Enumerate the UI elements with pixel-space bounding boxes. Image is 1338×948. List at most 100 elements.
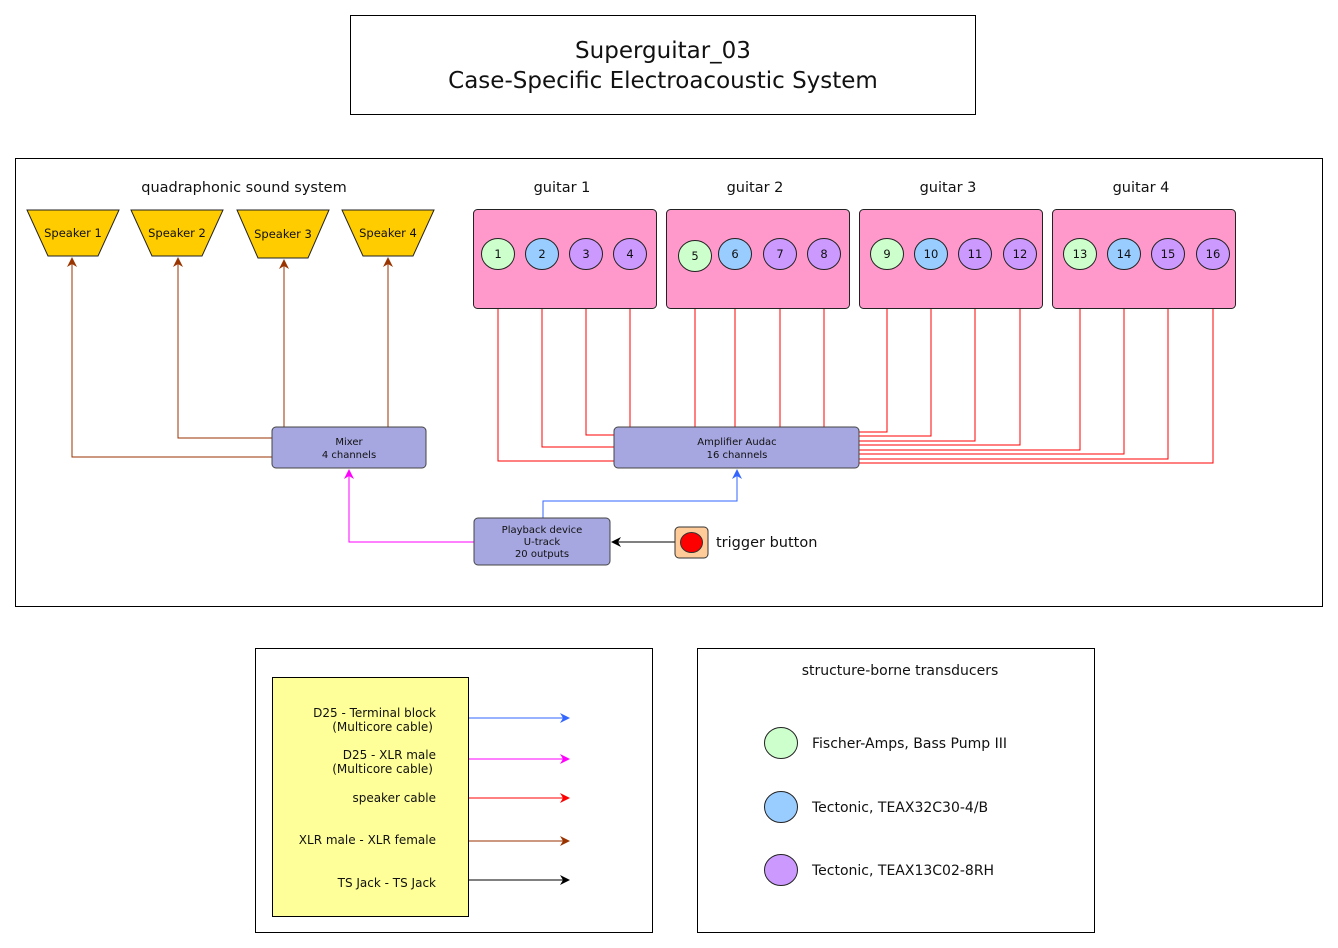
transducer-13[interactable]: 13 [1063, 238, 1097, 270]
speaker-icon[interactable] [130, 209, 224, 257]
speaker-label: Speaker 2 [148, 226, 206, 240]
transducer-number: 16 [1206, 247, 1221, 261]
transducer-4[interactable]: 4 [613, 238, 647, 270]
transducer-circle-icon[interactable] [613, 238, 647, 270]
trigger-label: trigger button [716, 535, 817, 551]
mixer-device[interactable]: Mixer 4 channels [271, 426, 427, 469]
guitar-label: guitar 1 [534, 180, 591, 196]
amplifier-device[interactable]: Amplifier Audac 16 channels [613, 426, 860, 469]
transducer-circle-icon[interactable] [870, 238, 904, 270]
transducer-circle-icon[interactable] [678, 240, 712, 272]
transducer-5[interactable]: 5 [678, 240, 712, 272]
transducer-11[interactable]: 11 [958, 238, 992, 270]
transducer-10[interactable]: 10 [914, 238, 948, 270]
speaker-icon[interactable] [341, 209, 435, 257]
transducer-6[interactable]: 6 [718, 238, 752, 270]
guitar-body [666, 209, 850, 309]
transducer-number: 7 [776, 247, 783, 261]
transducer-number: 14 [1117, 247, 1132, 261]
title-block: Superguitar_03 Case-Specific Electroacou… [350, 15, 976, 115]
playback-box[interactable] [473, 517, 611, 566]
transducer-12[interactable]: 12 [1003, 238, 1037, 270]
transducer-number: 5 [691, 249, 698, 263]
speaker-1[interactable]: Speaker 1 [26, 209, 120, 257]
transducer-circle-icon[interactable] [958, 238, 992, 270]
transducer-legend-label: Tectonic, TEAX13C02-8RH [811, 863, 994, 879]
transducer-circle-icon[interactable] [763, 238, 797, 270]
speaker-cable-t1 [493, 270, 614, 462]
transducer-15[interactable]: 15 [1151, 238, 1185, 270]
guitar-label: guitar 4 [1113, 180, 1170, 196]
speaker-cable-t12 [859, 270, 1025, 446]
transducer-swatch-icon [764, 727, 798, 759]
amplifier-box[interactable] [613, 426, 860, 469]
cable-legend-item: XLR male - XLR female [299, 833, 570, 847]
playback-model: U-track [524, 537, 561, 548]
speaker-cable-t11 [859, 270, 980, 442]
transducer-number: 9 [883, 247, 890, 261]
transducer-16[interactable]: 16 [1196, 238, 1230, 270]
xlr-cable-speaker-2 [173, 257, 272, 439]
transducer-9[interactable]: 9 [870, 238, 904, 270]
transducer-legend-label: Tectonic, TEAX32C30-4/B [811, 800, 988, 816]
transducer-circle-icon[interactable] [1003, 238, 1037, 270]
wires [67, 257, 1218, 547]
transducer-circle-icon[interactable] [807, 238, 841, 270]
transducer-number: 10 [924, 247, 939, 261]
cable-legend-item: D25 - Terminal block(Multicore cable) [313, 706, 570, 734]
transducer-circle-icon[interactable] [1107, 238, 1141, 270]
cable-legend-label: D25 - XLR male [343, 748, 436, 762]
multicore-terminal-cable [542, 469, 742, 518]
speaker-cable-t9 [859, 270, 892, 433]
speaker-icon[interactable] [236, 209, 330, 259]
guitar-body [859, 209, 1043, 309]
transducer-legend-label: Fischer-Amps, Bass Pump III [812, 736, 1007, 752]
trigger-red-button-icon[interactable] [680, 532, 703, 553]
transducer-3[interactable]: 3 [569, 238, 603, 270]
transducer-number: 1 [494, 247, 501, 261]
transducer-1[interactable]: 1 [481, 238, 515, 270]
transducer-circle-icon[interactable] [481, 238, 515, 270]
transducer-number: 4 [626, 247, 633, 261]
speaker-label: Speaker 4 [359, 226, 417, 240]
transducer-circle-icon[interactable] [525, 238, 559, 270]
playback-label: Playback device [502, 525, 583, 536]
transducer-legend-item: Tectonic, TEAX13C02-8RH [764, 854, 994, 886]
mixer-label: Mixer [335, 437, 363, 448]
transducer-number: 13 [1073, 247, 1088, 261]
transducer-circle-icon[interactable] [1151, 238, 1185, 270]
speakers: Speaker 1 Speaker 2 Speaker 3 Speaker 4 [26, 209, 435, 259]
cable-legend-label: XLR male - XLR female [299, 833, 436, 847]
cable-legend-label: TS Jack - TS Jack [337, 876, 436, 890]
mixer-box[interactable] [271, 426, 427, 469]
guitar-body [473, 209, 657, 309]
speaker-3[interactable]: Speaker 3 [236, 209, 330, 259]
playback-device[interactable]: Playback device U-track 20 outputs [473, 517, 611, 566]
guitar-4: guitar 4 13 14 15 16 [1052, 180, 1236, 309]
transducer-circle-icon[interactable] [1063, 238, 1097, 270]
transducer-2[interactable]: 2 [525, 238, 559, 270]
transducer-circle-icon[interactable] [914, 238, 948, 270]
speaker-cable-t10 [859, 270, 936, 437]
transducer-number: 8 [820, 247, 827, 261]
transducer-7[interactable]: 7 [763, 238, 797, 270]
transducer-14[interactable]: 14 [1107, 238, 1141, 270]
speaker-cable-t2 [537, 270, 614, 448]
title-frame [350, 15, 976, 115]
transducer-circle-icon[interactable] [718, 238, 752, 270]
amplifier-label: Amplifier Audac [697, 437, 776, 448]
speaker-cable-t3 [581, 270, 614, 436]
cable-legend-item: D25 - XLR male(Multicore cable) [332, 748, 570, 776]
transducer-legend: structure-borne transducers Fischer-Amps… [697, 648, 1095, 933]
transducer-circle-icon[interactable] [569, 238, 603, 270]
speaker-2[interactable]: Speaker 2 [130, 209, 224, 257]
transducer-8[interactable]: 8 [807, 238, 841, 270]
speaker-icon[interactable] [26, 209, 120, 257]
sound-system-label: quadraphonic sound system [141, 180, 346, 196]
amplifier-channels: 16 channels [707, 450, 768, 461]
trigger-button[interactable]: trigger button [674, 526, 817, 559]
transducer-circle-icon[interactable] [1196, 238, 1230, 270]
speaker-4[interactable]: Speaker 4 [341, 209, 435, 257]
